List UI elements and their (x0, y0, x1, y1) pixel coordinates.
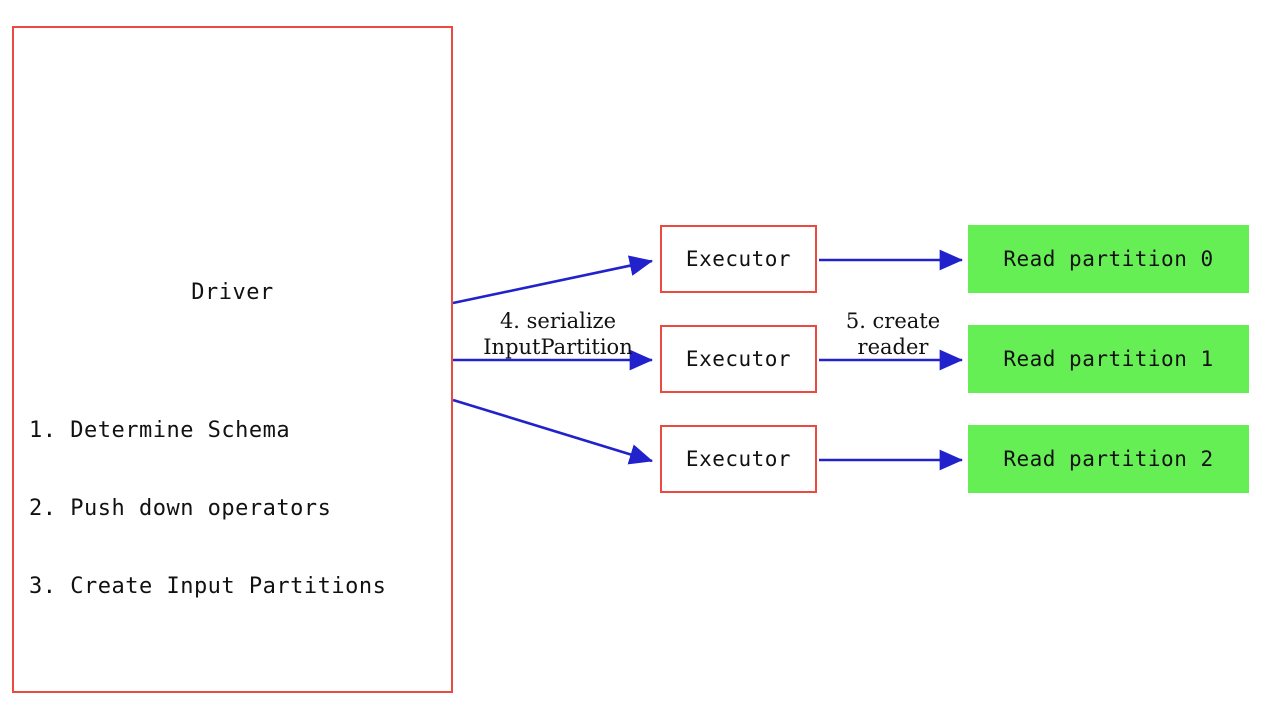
driver-step-2: 2. Push down operators (29, 496, 332, 521)
partition-box-2: Read partition 2 (968, 425, 1249, 493)
partition-box-0: Read partition 0 (968, 225, 1249, 293)
executor-box-1: Executor (660, 325, 817, 393)
driver-step-3: 3. Create Input Partitions (29, 574, 387, 599)
edge-label-serialize-line1: 4. serialize (499, 309, 617, 333)
arrow-driver-to-executor-2 (452, 398, 653, 465)
edge-label-create-reader-line2: reader (857, 335, 929, 359)
driver-box: Driver 1. Determine Schema 2. Push down … (12, 26, 453, 693)
edge-label-serialize-line2: InputPartition (483, 335, 633, 359)
driver-steps-list: 1. Determine Schema 2. Push down operato… (29, 366, 386, 652)
edge-label-serialize: 4. serialize InputPartition (458, 308, 658, 360)
executor-box-2: Executor (660, 425, 817, 493)
partition-box-1: Read partition 1 (968, 325, 1249, 393)
arrow-driver-to-executor-0 (452, 255, 654, 305)
edge-label-create-reader-line1: 5. create (845, 309, 941, 333)
driver-step-1: 1. Determine Schema (29, 418, 291, 443)
driver-title: Driver (191, 280, 274, 305)
edge-label-create-reader: 5. create reader (820, 308, 966, 360)
executor-box-0: Executor (660, 225, 817, 293)
